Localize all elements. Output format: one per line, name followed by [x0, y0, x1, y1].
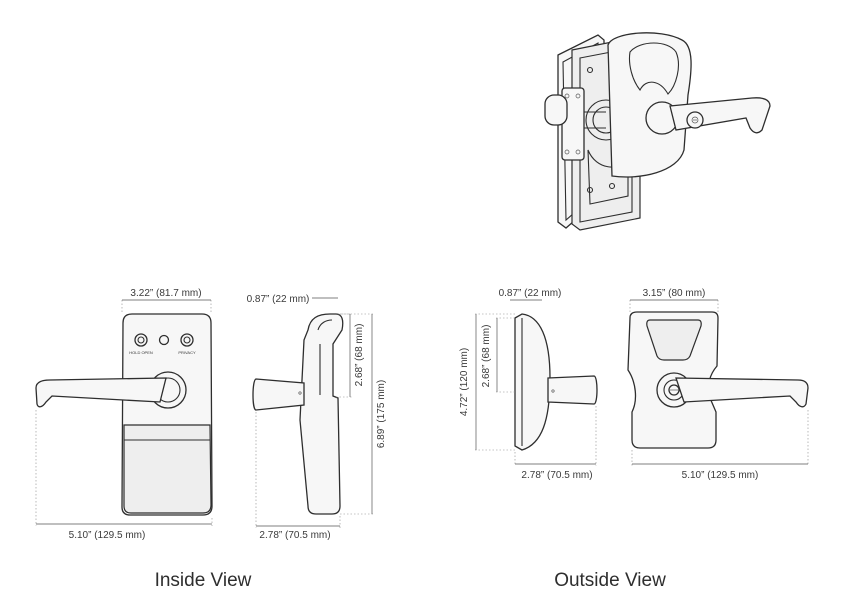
dim-inside-front-width: 3.22” (81.7 mm)	[130, 288, 201, 299]
dim-inside-side-total-height: 6.89” (175 mm)	[376, 380, 387, 448]
hold-open-button-icon	[134, 333, 148, 347]
outside-front-view: 3.15” (80 mm) 5.10” (129.5 mm)	[627, 288, 809, 481]
inside-front-view: HOLD OPEN PRIVACY 3.22” (81.7 mm) 5.10” …	[35, 288, 213, 541]
outside-view-caption: Outside View	[554, 570, 666, 591]
privacy-label: PRIVACY	[178, 350, 196, 355]
inside-side-view: 0.87” (22 mm) 2.68” (68 mm) 6.89” (175 m…	[247, 294, 387, 541]
dim-inside-lever-length: 5.10” (129.5 mm)	[69, 530, 146, 541]
inside-view-caption: Inside View	[155, 570, 252, 591]
dim-outside-lever-length: 5.10” (129.5 mm)	[682, 470, 759, 481]
isometric-lock-assembly	[544, 32, 771, 231]
dim-inside-side-depth: 0.87” (22 mm)	[247, 294, 310, 305]
dim-inside-side-top-height: 2.68” (68 mm)	[354, 324, 365, 387]
outside-side-view: 0.87” (22 mm) 4.72” (120 mm) 2.68” (68 m…	[459, 288, 598, 481]
dim-outside-side-height: 4.72” (120 mm)	[459, 348, 470, 416]
center-indicator-icon	[158, 334, 170, 346]
dim-outside-side-top-height: 2.68” (68 mm)	[481, 325, 492, 388]
dim-inside-side-lever-depth: 2.78” (70.5 mm)	[259, 530, 330, 541]
dim-outside-side-lever-depth: 2.78” (70.5 mm)	[521, 470, 592, 481]
dim-outside-front-width: 3.15” (80 mm)	[643, 288, 706, 299]
dim-outside-side-depth: 0.87” (22 mm)	[499, 288, 562, 299]
privacy-button-icon	[180, 333, 194, 347]
hold-open-label: HOLD OPEN	[129, 350, 153, 355]
